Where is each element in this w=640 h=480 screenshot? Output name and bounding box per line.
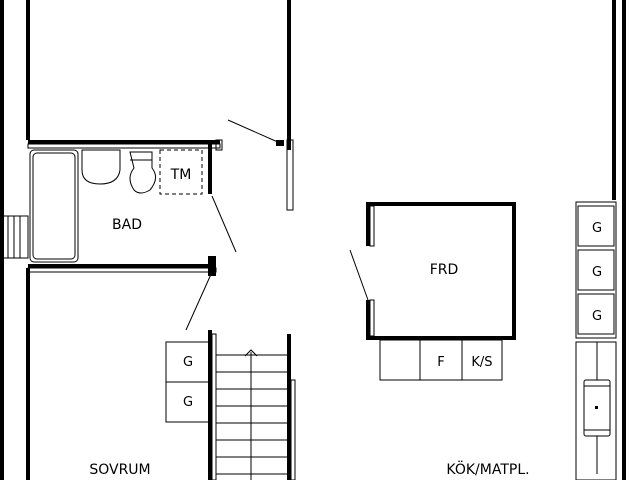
pantry: FRD <box>349 202 516 340</box>
wardrobe-g-5: G <box>592 309 602 324</box>
wardrobe-g-2: G <box>183 395 193 410</box>
sink-icon <box>81 149 121 185</box>
kitchen-appliances: F K/S <box>379 339 503 381</box>
toilet-icon <box>129 151 156 194</box>
outer-walls <box>0 0 626 480</box>
ks-label: K/S <box>471 355 492 370</box>
washing-machine: TM <box>159 149 203 195</box>
room-label-kok: KÖK/MATPL. <box>446 460 529 478</box>
room-label-frd: FRD <box>430 262 459 278</box>
window-right <box>575 341 617 480</box>
corridor-wall-upper <box>227 0 294 211</box>
tm-label: TM <box>170 167 192 183</box>
window-left <box>0 215 29 259</box>
room-label-sovrum: SOVRUM <box>89 462 150 478</box>
wardrobe-g-4: G <box>592 265 602 280</box>
bathtub <box>29 149 79 263</box>
wardrobe-right: G G G <box>575 201 617 339</box>
bedroom-door-swing <box>185 271 213 331</box>
wardrobe-g-1: G <box>183 355 193 370</box>
wardrobe-left: G G <box>165 341 211 423</box>
room-label-bad: BAD <box>112 217 142 233</box>
fridge-label: F <box>437 355 444 370</box>
wardrobe-g-3: G <box>592 221 602 236</box>
bathroom-walls <box>27 139 237 276</box>
staircase <box>208 330 296 480</box>
